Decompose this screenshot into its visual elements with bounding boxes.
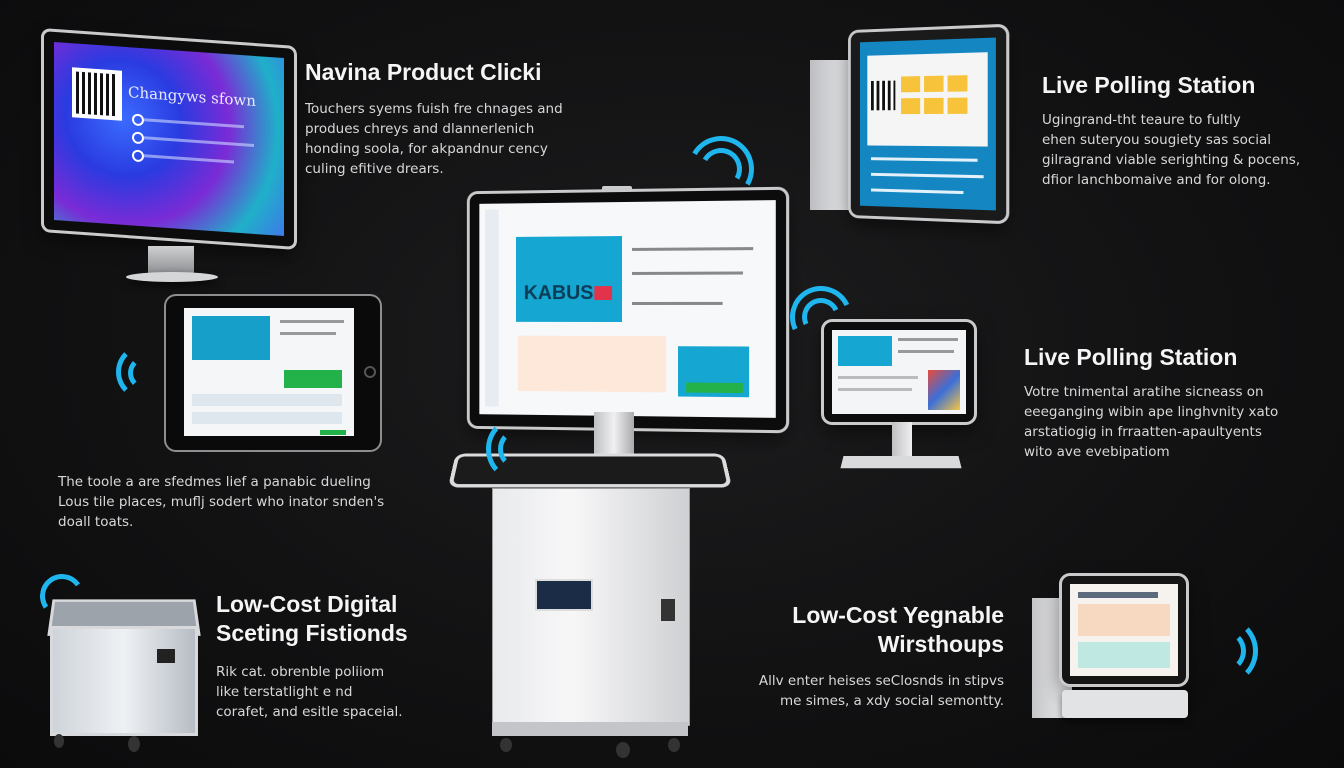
wifi-icon	[790, 286, 846, 342]
feature-line: Touchers syems fuish fre chnages and	[305, 99, 595, 119]
feature-line: doall toats.	[58, 512, 418, 532]
wifi-icon	[688, 130, 748, 190]
feature-title-line: Wirsthoups	[720, 630, 1004, 659]
feature-line: honding soola, for akpandnur cency	[305, 139, 595, 159]
flight-case	[44, 596, 194, 754]
feature-line: wito ave evebipatiom	[1024, 442, 1324, 462]
feature-line: dfior lanchbomaive and for olong.	[1042, 170, 1332, 190]
monitor-top-right	[810, 30, 1016, 226]
feature-line: The toole a are sfedmes lief a panabic d…	[58, 472, 418, 492]
feature-mid-right: Live Polling Station Votre tnimental ara…	[1024, 343, 1324, 462]
feature-line: Allv enter heises seClosnds in stipvs	[720, 671, 1004, 691]
feature-title: Live Polling Station	[1042, 71, 1332, 100]
feature-title: Low-Cost Yegnable Wirsthoups	[720, 601, 1004, 659]
wifi-icon	[40, 574, 80, 614]
feature-line: Rik cat. obrenble poliiom	[216, 662, 456, 682]
feature-line: gilragrand viable serighting & pocens,	[1042, 150, 1332, 170]
feature-line: eeeganging wibin ape linghvnity xato	[1024, 402, 1324, 422]
feature-bottom-left: Low-Cost Digital Sceting Fistionds Rik c…	[216, 590, 456, 722]
feature-line: Ugingrand-tht teaure to fultly	[1042, 110, 1332, 130]
feature-line: arstatiogig in frraatten-apaultyents	[1024, 422, 1324, 442]
feature-title: Low-Cost Digital Sceting Fistionds	[216, 590, 456, 648]
feature-title-line: Low-Cost Yegnable	[720, 601, 1004, 630]
feature-mid-left: The toole a are sfedmes lief a panabic d…	[58, 472, 418, 532]
feature-title-line: Low-Cost Digital	[216, 590, 456, 619]
wifi-icon	[116, 344, 166, 394]
wifi-icon	[486, 418, 536, 474]
feature-line: Lous tile places, muflj sodert who inato…	[58, 492, 418, 512]
feature-line: ehen suteryou sougiety sas social	[1042, 130, 1332, 150]
feature-title: Live Polling Station	[1024, 343, 1324, 372]
monitor-top-left: Changyws sfown	[40, 36, 302, 266]
feature-line: corafet, and esitle spaceial.	[216, 702, 456, 722]
feature-line: like terstatlight e nd	[216, 682, 456, 702]
feature-line: me simes, a xdy social semontty.	[720, 691, 1004, 711]
kiosk-banner-text: KABUS	[524, 282, 594, 305]
tablet-left	[166, 296, 380, 450]
feature-title-line: Sceting Fistionds	[216, 619, 456, 648]
monitor-screen-heading: Changyws sfown	[128, 83, 256, 110]
feature-top-right: Live Polling Station Ugingrand-tht teaur…	[1042, 71, 1332, 190]
qr-code	[76, 71, 118, 116]
feature-title: Navina Product Clicki	[305, 58, 595, 87]
feature-top-left: Navina Product Clicki Touchers syems fui…	[305, 58, 595, 179]
feature-line: produes chreys and dlannerlenich	[305, 119, 595, 139]
pos-terminal	[1032, 574, 1192, 724]
wifi-icon	[1196, 618, 1252, 678]
feature-line: culing efitive drears.	[305, 159, 595, 179]
feature-bottom-right: Low-Cost Yegnable Wirsthoups Allv enter …	[720, 601, 1004, 711]
feature-line: Votre tnimental aratihe sicneass on	[1024, 382, 1324, 402]
